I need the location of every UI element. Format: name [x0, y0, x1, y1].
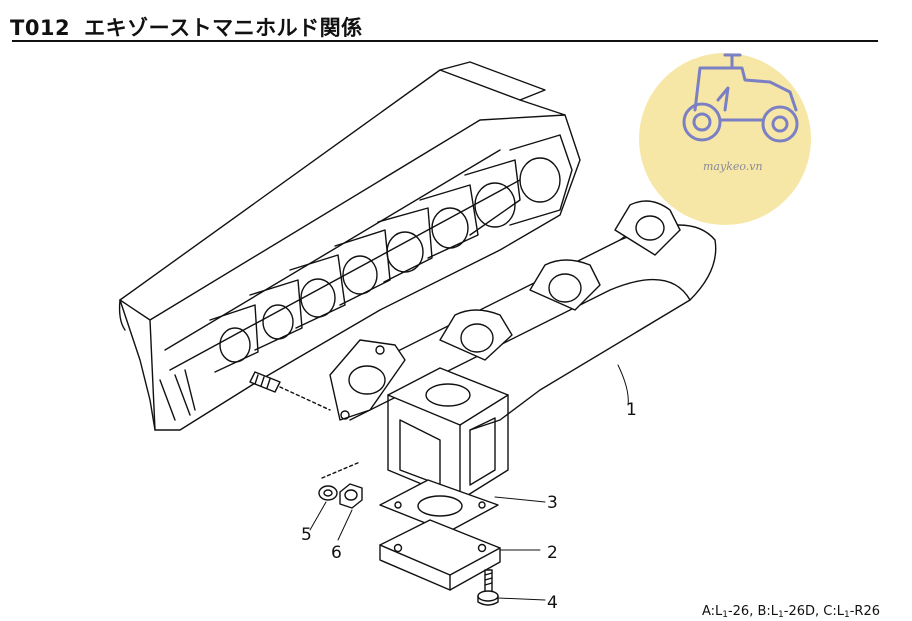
- flange-adapter: [379, 519, 501, 591]
- nut: [339, 483, 363, 509]
- leader-lines: [309, 364, 629, 601]
- tractor-icon: [682, 53, 799, 143]
- footnote-b-sub: 1: [778, 610, 784, 620]
- callout-3: 3: [547, 493, 558, 513]
- outlet-flange-box: [387, 367, 509, 501]
- footnote-c-suffix: -R26: [849, 604, 880, 619]
- footnote-a-prefix: A:L: [701, 604, 723, 619]
- diagram-title: エキゾーストマニホルド関係: [84, 16, 363, 40]
- footnote-b-prefix: B:L: [757, 604, 779, 619]
- callout-2: 2: [547, 543, 558, 563]
- watermark-text: maykeo.vn: [703, 160, 763, 173]
- footnote-a-suffix: -26,: [727, 604, 754, 619]
- footnote-b-suffix: -26D,: [783, 604, 820, 619]
- washer: [318, 485, 338, 501]
- stud-bolt: [249, 371, 331, 411]
- callout-4: 4: [547, 593, 558, 613]
- cylinder-head-block: [118, 61, 581, 431]
- footnote-c-prefix: C:L: [823, 604, 844, 619]
- diagram-code: T012: [10, 16, 71, 40]
- model-footnote: A:L1-26, B:L1-26D, C:L1-R26: [702, 604, 880, 620]
- callout-1: 1: [626, 400, 637, 420]
- bolt: [477, 569, 499, 606]
- page-title: T012 エキゾーストマニホルド関係: [10, 12, 363, 42]
- title-rule: [12, 40, 878, 42]
- footnote-a-sub: 1: [722, 610, 728, 620]
- watermark-logo: maykeo.vn: [639, 53, 811, 225]
- footnote-c-sub: 1: [844, 610, 850, 620]
- callout-6: 6: [331, 543, 342, 563]
- callout-5: 5: [301, 525, 312, 545]
